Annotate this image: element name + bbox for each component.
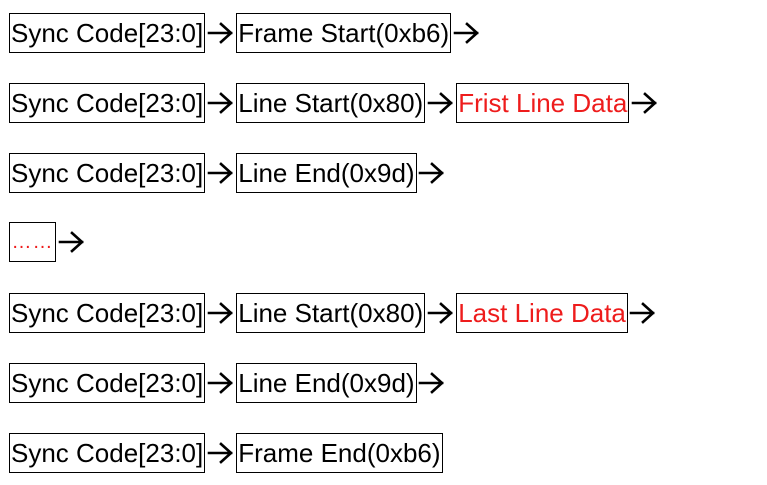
- line-start-box: Line Start(0x80): [236, 83, 426, 123]
- sequence-row-frame-start: Sync Code[23:0] Frame Start(0xb6): [9, 13, 482, 53]
- sync-code-box: Sync Code[23:0]: [9, 153, 206, 193]
- right-arrow-icon: [628, 293, 659, 333]
- frame-end-box: Frame End(0xb6): [236, 433, 443, 473]
- sync-code-box: Sync Code[23:0]: [9, 13, 206, 53]
- right-arrow-icon: [205, 13, 236, 53]
- right-arrow-icon: [629, 83, 660, 123]
- frame-start-box: Frame Start(0xb6): [236, 13, 452, 53]
- right-arrow-icon: [417, 153, 448, 193]
- right-arrow-icon: [205, 153, 236, 193]
- right-arrow-icon: [451, 13, 482, 53]
- right-arrow-icon: [417, 363, 448, 403]
- sequence-row-line-end-last: Sync Code[23:0] Line End(0x9d): [9, 363, 448, 403]
- right-arrow-icon: [205, 433, 236, 473]
- sync-code-box: Sync Code[23:0]: [9, 293, 206, 333]
- last-line-data-box: Last Line Data: [456, 293, 628, 333]
- sync-code-box: Sync Code[23:0]: [9, 363, 206, 403]
- first-line-data-box: Frist Line Data: [456, 83, 630, 123]
- line-end-box: Line End(0x9d): [236, 363, 417, 403]
- line-end-box: Line End(0x9d): [236, 153, 417, 193]
- line-start-box: Line Start(0x80): [236, 293, 426, 333]
- sequence-row-frame-end: Sync Code[23:0] Frame End(0xb6): [9, 433, 443, 473]
- right-arrow-icon: [425, 83, 456, 123]
- sequence-row-line-end: Sync Code[23:0] Line End(0x9d): [9, 153, 448, 193]
- right-arrow-icon: [205, 293, 236, 333]
- right-arrow-icon: [205, 363, 236, 403]
- sync-code-box: Sync Code[23:0]: [9, 83, 206, 123]
- sequence-row-ellipsis: ……: [9, 222, 87, 262]
- sequence-row-last-line: Sync Code[23:0] Line Start(0x80) Last Li…: [9, 293, 659, 333]
- sync-code-box: Sync Code[23:0]: [9, 433, 206, 473]
- right-arrow-icon: [205, 83, 236, 123]
- ellipsis-box: ……: [9, 222, 56, 262]
- sequence-row-first-line: Sync Code[23:0] Line Start(0x80) Frist L…: [9, 83, 660, 123]
- right-arrow-icon: [56, 222, 87, 262]
- right-arrow-icon: [425, 293, 456, 333]
